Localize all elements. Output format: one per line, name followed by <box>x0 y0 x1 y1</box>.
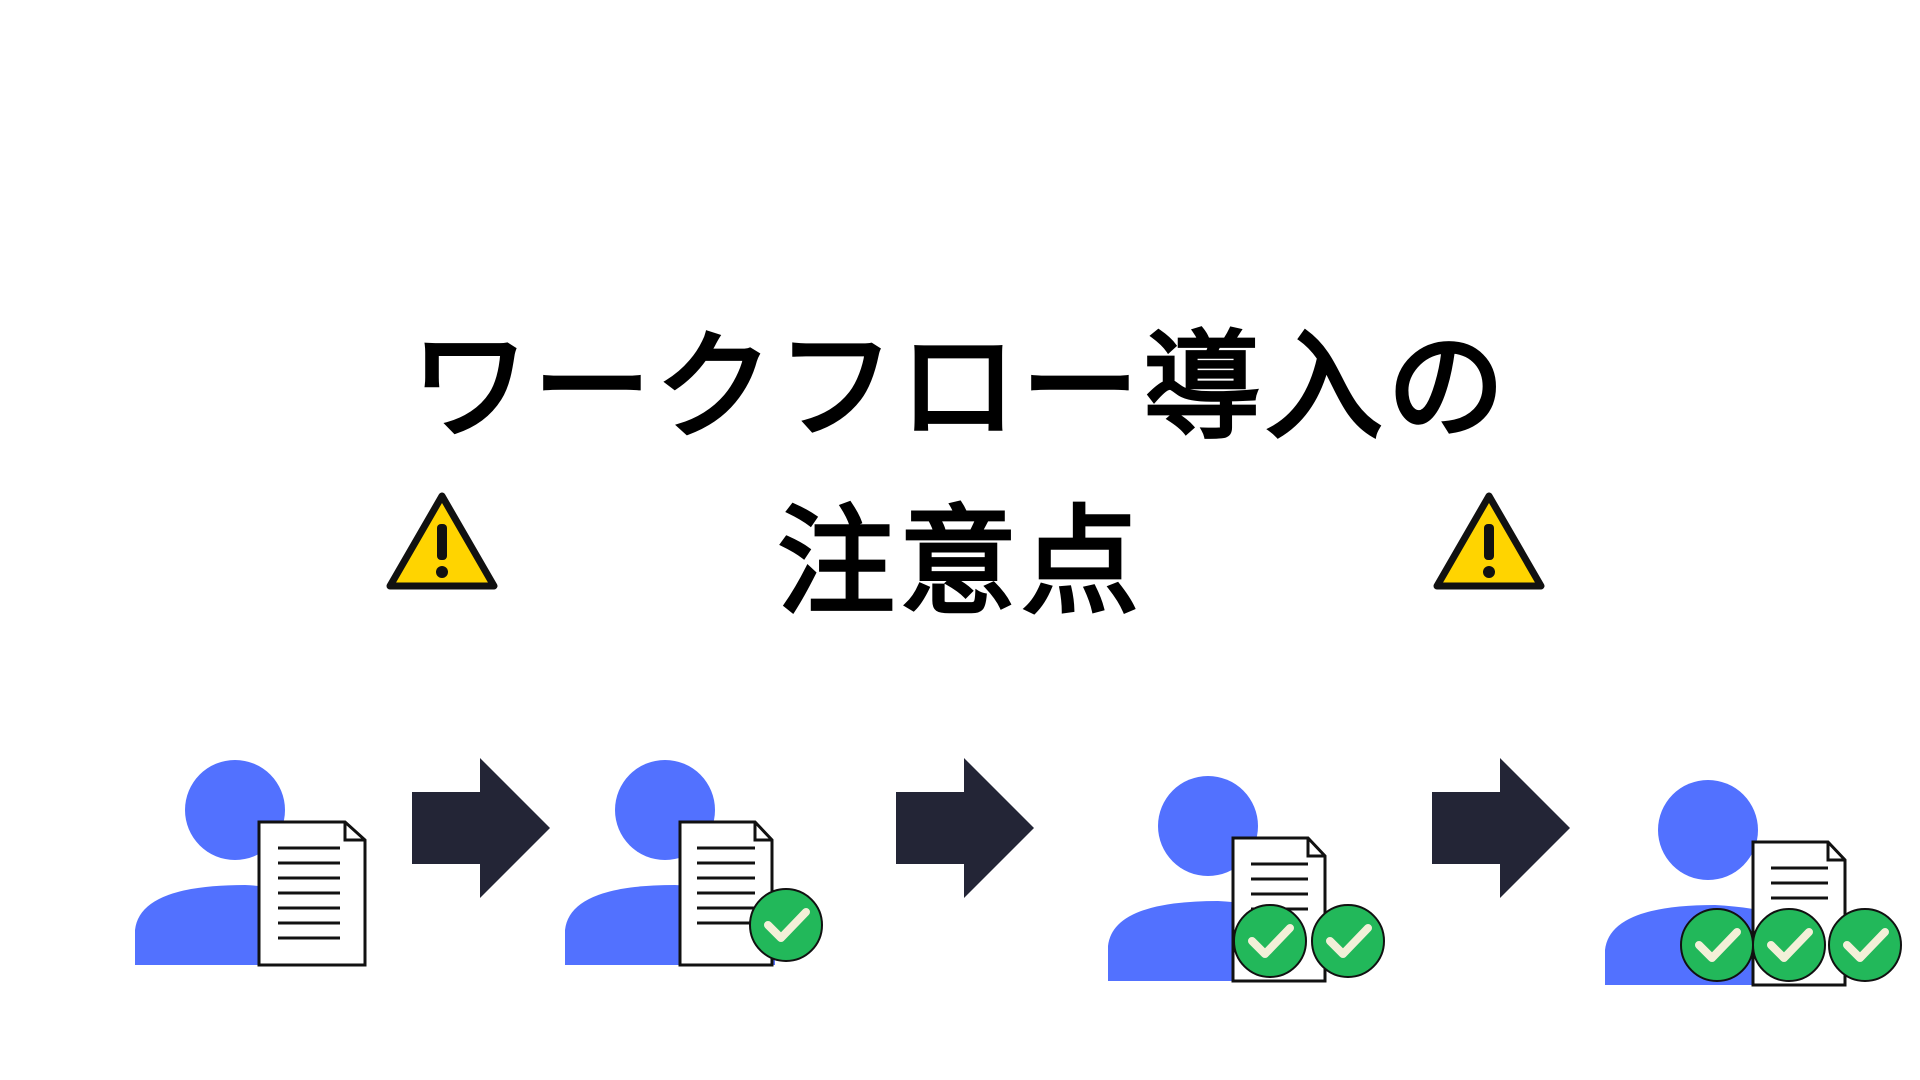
check-circle-icon <box>749 888 823 962</box>
arrow-right-icon <box>896 758 1034 898</box>
step-2-approver-1 <box>565 760 823 967</box>
step-3-approver-2 <box>1108 776 1385 983</box>
document-icon <box>257 820 367 967</box>
page-title: ワークフロー導入の 注意点 <box>0 300 1920 650</box>
warning-icon <box>386 492 498 590</box>
title-line-1: ワークフロー導入の <box>410 318 1509 456</box>
check-circle-icon <box>1828 908 1902 982</box>
check-circle-icon <box>1311 904 1385 978</box>
check-circle-icon <box>1233 904 1307 978</box>
check-circle-icon <box>1680 908 1754 982</box>
check-circle-icon <box>1752 908 1826 982</box>
document-icon <box>678 820 774 967</box>
arrow-right-icon <box>1432 758 1570 898</box>
warning-icon <box>1433 492 1545 590</box>
step-1-requester <box>135 760 367 967</box>
title-line-2: 注意点 <box>776 493 1143 631</box>
step-4-approver-3 <box>1605 780 1902 987</box>
approval-flow <box>0 740 1920 1000</box>
arrow-right-icon <box>412 758 550 898</box>
